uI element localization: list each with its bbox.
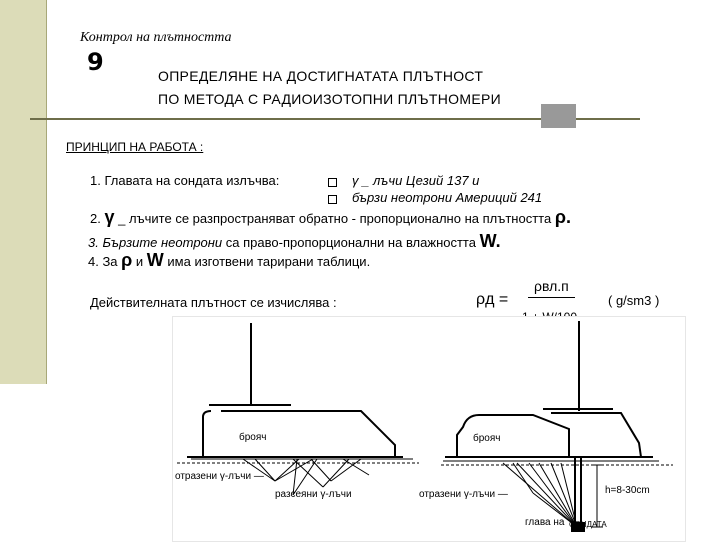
- probe-head-label: глава на: [525, 517, 565, 528]
- left-rays: [242, 458, 370, 496]
- item3-text: са право-пропорционални на влажността: [222, 235, 480, 250]
- fraction-bar: [528, 297, 575, 298]
- sidebar-decoration: [0, 0, 46, 384]
- page-title-line1: ОПРЕДЕЛЯНЕ НА ДОСТИГНАТАТА ПЛЪТНОСТ: [158, 68, 484, 84]
- right-counter-label: брояч: [473, 433, 501, 444]
- depth-label: h=8-30cm: [605, 485, 650, 496]
- right-rays: [502, 462, 578, 528]
- w-symbol: W: [146, 250, 164, 270]
- item4: 4. За ρ и W има изготвени тарирани табли…: [88, 250, 370, 271]
- item4-text: има изготвени тарирани таблици.: [163, 254, 371, 269]
- section-heading: ПРИНЦИП НА РАБОТА :: [66, 140, 204, 154]
- divider-accent: [541, 104, 576, 128]
- formula-lhs: ρд =: [476, 291, 509, 308]
- densitometer-diagram: брояч отразени γ-лъчи — разсеяни γ-лъчи …: [172, 316, 686, 542]
- item3: 3. Бързите неотрони са право-пропорциона…: [88, 231, 501, 252]
- subject-title: Контрол на плътността: [80, 30, 232, 45]
- right-reflected-label: отразени γ-лъчи —: [419, 489, 508, 500]
- formula-numerator: ρвл.п: [534, 278, 569, 294]
- gamma-symbol: γ: [104, 207, 115, 227]
- w-symbol: W.: [479, 231, 501, 251]
- item3-prefix: 3. Бързите неотрони: [88, 235, 223, 250]
- left-reflected-label: отразени γ-лъчи —: [175, 471, 264, 482]
- item1-bullet1: γ _ лъчи Цезий 137 и: [352, 173, 480, 188]
- diagram-drawing: [177, 321, 673, 532]
- left-device: [187, 323, 413, 460]
- depth-dimension: [591, 464, 603, 528]
- page-title-line2: ПО МЕТОДА С РАДИОИЗОТОПНИ ПЛЪТНОМЕРИ: [158, 91, 501, 107]
- item4-and: и: [132, 254, 147, 269]
- item1-bullet2: бързи неотрони Америций 241: [352, 190, 543, 205]
- item4-prefix: 4. За: [88, 254, 122, 269]
- item1-text: 1. Главата на сондата излъчва:: [90, 173, 280, 188]
- probe-label: СОНДАТА: [569, 520, 607, 529]
- left-counter-label: брояч: [239, 432, 267, 443]
- item2: 2. γ _ лъчите се разпространяват обратно…: [90, 207, 571, 228]
- item2-text: _ лъчите се разпространяват обратно - пр…: [114, 211, 555, 226]
- rho-symbol: ρ.: [554, 207, 571, 227]
- rho-symbol: ρ: [121, 250, 133, 270]
- square-bullet-icon: [328, 178, 337, 187]
- square-bullet-icon: [328, 195, 337, 204]
- item2-prefix: 2.: [90, 211, 105, 226]
- slide-number: 9: [87, 48, 104, 76]
- formula-label: Действителната плътност се изчислява :: [90, 295, 337, 310]
- sidebar-border: [46, 0, 47, 384]
- left-scattered-label: разсеяни γ-лъчи: [275, 489, 352, 500]
- title-divider: [30, 118, 640, 120]
- formula-units: ( g/sm3 ): [608, 293, 660, 308]
